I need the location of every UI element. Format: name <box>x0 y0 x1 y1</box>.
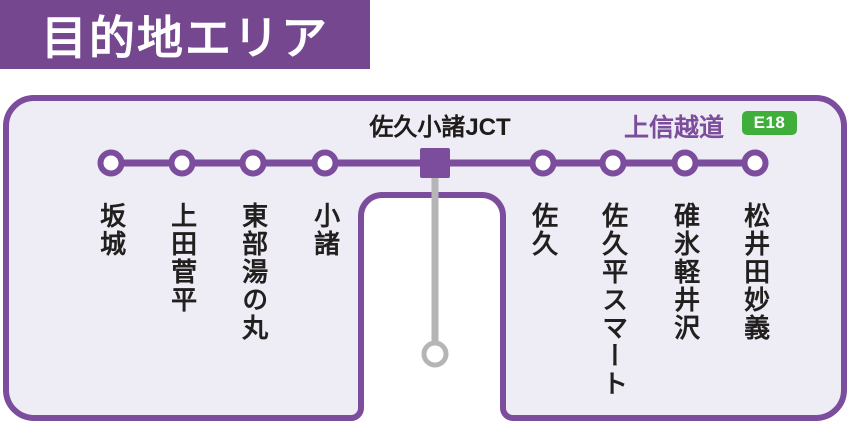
page-title: 目的地エリア <box>41 11 329 64</box>
station-node <box>311 149 339 177</box>
station-label-matsuidamyogi: 松井田妙義 <box>740 202 771 342</box>
road-number-badge: E18 <box>742 111 797 135</box>
station-label-uedasugadaira: 上田菅平 <box>167 202 198 314</box>
junction-label: 佐久小諸JCT <box>369 114 511 141</box>
station-label-sakaki: 坂城 <box>96 202 127 258</box>
station-node <box>599 149 627 177</box>
station-node <box>239 149 267 177</box>
station-label-sakudairasmart: 佐久平スマート <box>598 202 629 398</box>
road-name: 上信越道 <box>623 114 724 142</box>
map-panel-outline <box>3 95 847 421</box>
station-label-komoro: 小諸 <box>310 202 341 258</box>
branch-terminal-node <box>421 340 449 368</box>
page-title-banner: 目的地エリア <box>0 0 370 69</box>
station-label-tobuyunomaru: 東部湯の丸 <box>238 202 269 342</box>
station-node <box>529 149 557 177</box>
station-node <box>168 149 196 177</box>
station-node <box>97 149 125 177</box>
station-node <box>671 149 699 177</box>
station-label-usuikaruizawa: 碓氷軽井沢 <box>670 202 701 342</box>
station-label-saku: 佐久 <box>528 202 559 258</box>
station-node <box>741 149 769 177</box>
junction-node <box>420 148 450 178</box>
